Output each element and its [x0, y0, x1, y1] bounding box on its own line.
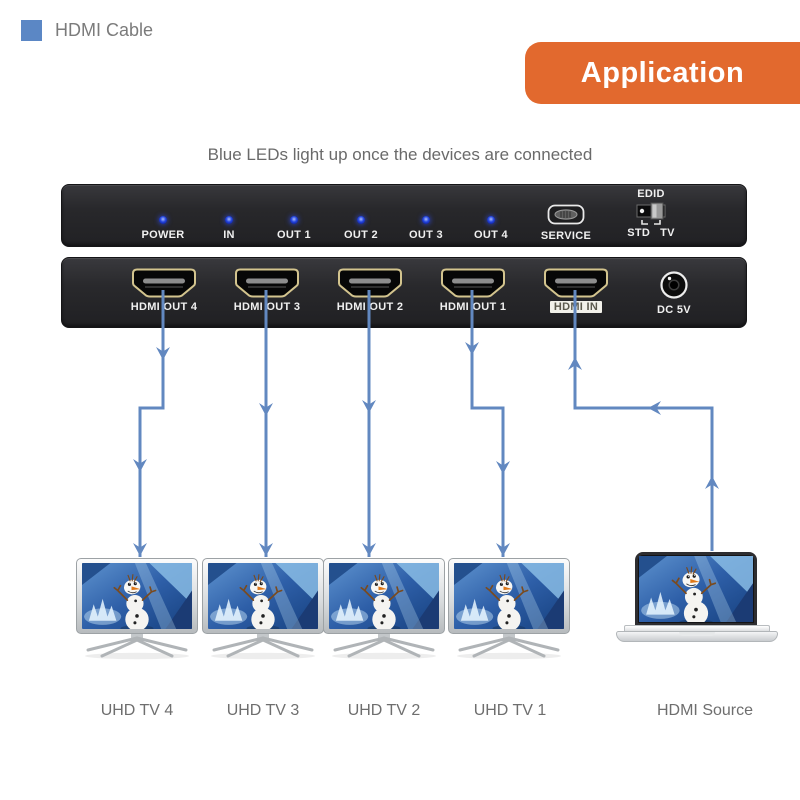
edid-tv-label: TV: [660, 227, 675, 239]
edid-std-label: STD: [627, 227, 651, 239]
edid-slide-switch-icon: [636, 202, 666, 225]
legend-label: HDMI Cable: [55, 20, 154, 40]
tv-screen-image: [208, 563, 318, 629]
hdmi-port-icon: [132, 268, 196, 298]
hdmi-port-label: HDMI IN: [549, 301, 603, 313]
led-label: IN: [223, 229, 235, 241]
arrowhead-icon: [496, 543, 510, 556]
arrowhead-icon: [496, 461, 510, 474]
tv-stand: [85, 634, 189, 660]
led-label: POWER: [141, 229, 185, 241]
led-indicator-group: OUT 1: [259, 216, 329, 241]
led-indicator-group: POWER: [128, 216, 198, 241]
service-port-group: SERVICE: [521, 203, 611, 242]
arrowhead-icon: [465, 342, 479, 355]
splitter-rear-panel: HDMI OUT 4 HDMI OUT 3 HDMI OUT 2 HDMI OUT 1…: [61, 257, 747, 328]
hdmi-port-icon: [338, 268, 402, 298]
hdmi-port-label: HDMI OUT 1: [439, 301, 507, 313]
arrowhead-icon: [133, 459, 147, 472]
led-indicator-group: OUT 3: [391, 216, 461, 241]
tv-frame: [448, 558, 570, 634]
led-label: OUT 2: [344, 229, 378, 241]
device-label: UHD TV 2: [347, 702, 421, 719]
dc-power-group: DC 5V: [634, 270, 714, 316]
arrowhead-icon: [362, 400, 376, 413]
caption-text: Blue LEDs light up once the devices are …: [207, 145, 593, 164]
device-label: UHD TV 1: [473, 702, 547, 719]
edid-position-labels: STD TV: [627, 227, 675, 239]
tv-stand: [457, 634, 561, 660]
device-label: HDMI Source: [656, 702, 754, 719]
tv-frame: [76, 558, 198, 634]
hdmi-out1-to-tv1: [470, 290, 505, 557]
arrowhead-icon: [705, 476, 719, 489]
laptop-screen-image: [635, 552, 757, 626]
hdmi-source-laptop: [616, 550, 778, 645]
arrowhead-icon: [362, 543, 376, 556]
led-indicator-group: OUT 4: [456, 216, 526, 241]
tv-stand: [211, 634, 315, 660]
led-indicator-group: IN: [194, 216, 264, 241]
hdmi-port-group: HDMI IN: [528, 268, 624, 313]
hdmi-port-label: HDMI OUT 4: [130, 301, 198, 313]
tv-frame: [202, 558, 324, 634]
device-label: UHD TV 3: [226, 702, 300, 719]
uhd-tv: [202, 558, 324, 660]
laptop-keyboard-deck: [624, 625, 770, 632]
hdmi-port-icon: [441, 268, 505, 298]
tv-frame: [323, 558, 445, 634]
mini-usb-port-icon: [547, 204, 585, 225]
led-label: OUT 4: [474, 229, 508, 241]
legend: HDMI Cable: [21, 20, 153, 41]
hdmi-port-icon: [235, 268, 299, 298]
arrowhead-icon: [259, 543, 273, 556]
arrowhead-icon: [156, 347, 170, 360]
uhd-tv: [323, 558, 445, 660]
source-to-hdmi-in: [573, 290, 714, 551]
tv-screen-image: [82, 563, 192, 629]
hdmi-port-group: HDMI OUT 2: [322, 268, 418, 313]
edid-switch-group: EDID STD TV: [606, 188, 696, 239]
hdmi-port-label: HDMI OUT 2: [336, 301, 404, 313]
hdmi-port-group: HDMI OUT 1: [425, 268, 521, 313]
dc-jack-icon: [660, 271, 688, 299]
blue-led-light: [357, 216, 365, 224]
uhd-tv: [76, 558, 198, 660]
splitter-front-panel: POWER IN OUT 1 OUT 2 OUT 3 OUT 4 SERVICE EDID ST…: [61, 184, 747, 247]
blue-led-light: [159, 216, 167, 224]
blue-led-light: [487, 216, 495, 224]
hdmi-port-group: HDMI OUT 3: [219, 268, 315, 313]
blue-led-light: [422, 216, 430, 224]
led-label: OUT 3: [409, 229, 443, 241]
hdmi-port-label: HDMI OUT 3: [233, 301, 301, 313]
blue-led-light: [290, 216, 298, 224]
service-label: SERVICE: [540, 230, 592, 242]
tv-screen-image: [454, 563, 564, 629]
blue-led-light: [225, 216, 233, 224]
tv-screen-image: [329, 563, 439, 629]
laptop-base: [616, 631, 778, 642]
arrowhead-icon: [133, 543, 147, 556]
tv-stand: [332, 634, 436, 660]
led-label: OUT 1: [277, 229, 311, 241]
uhd-tv: [448, 558, 570, 660]
hdmi-out4-to-tv4: [138, 290, 165, 557]
arrowhead-icon: [568, 357, 582, 370]
application-banner: Application: [525, 42, 800, 104]
hdmi-port-group: HDMI OUT 4: [116, 268, 212, 313]
led-indicator-group: OUT 2: [326, 216, 396, 241]
edid-title: EDID: [637, 188, 665, 200]
arrowhead-icon: [648, 401, 661, 415]
arrowhead-icon: [259, 403, 273, 416]
hdmi-port-icon: [544, 268, 608, 298]
dc-5v-label: DC 5V: [657, 304, 691, 316]
device-label: UHD TV 4: [100, 702, 174, 719]
hdmi-cable-color-swatch: [21, 20, 42, 41]
